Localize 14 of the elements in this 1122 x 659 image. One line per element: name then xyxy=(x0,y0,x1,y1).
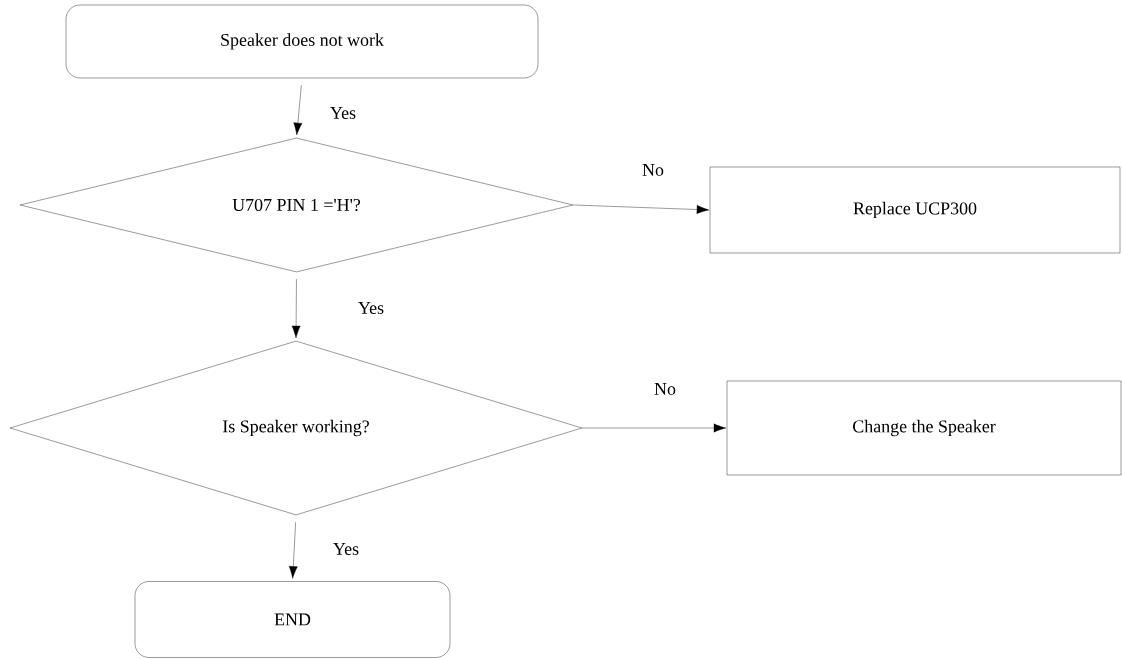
arrow xyxy=(573,204,710,214)
edge-label: No xyxy=(641,163,665,177)
terminal-box: END xyxy=(134,581,451,658)
edge-label: Yes xyxy=(328,106,358,120)
terminal-box: Speaker does not work xyxy=(65,4,539,79)
arrow xyxy=(288,521,298,579)
process-box: Change the Speaker xyxy=(726,380,1122,476)
edge-label: No xyxy=(653,382,677,396)
edge-label: Yes xyxy=(331,542,361,556)
arrow xyxy=(582,423,727,433)
edge-label: Yes xyxy=(356,301,386,315)
process-box: Replace UCP300 xyxy=(709,166,1121,254)
arrow xyxy=(291,279,301,339)
arrow xyxy=(293,84,303,136)
